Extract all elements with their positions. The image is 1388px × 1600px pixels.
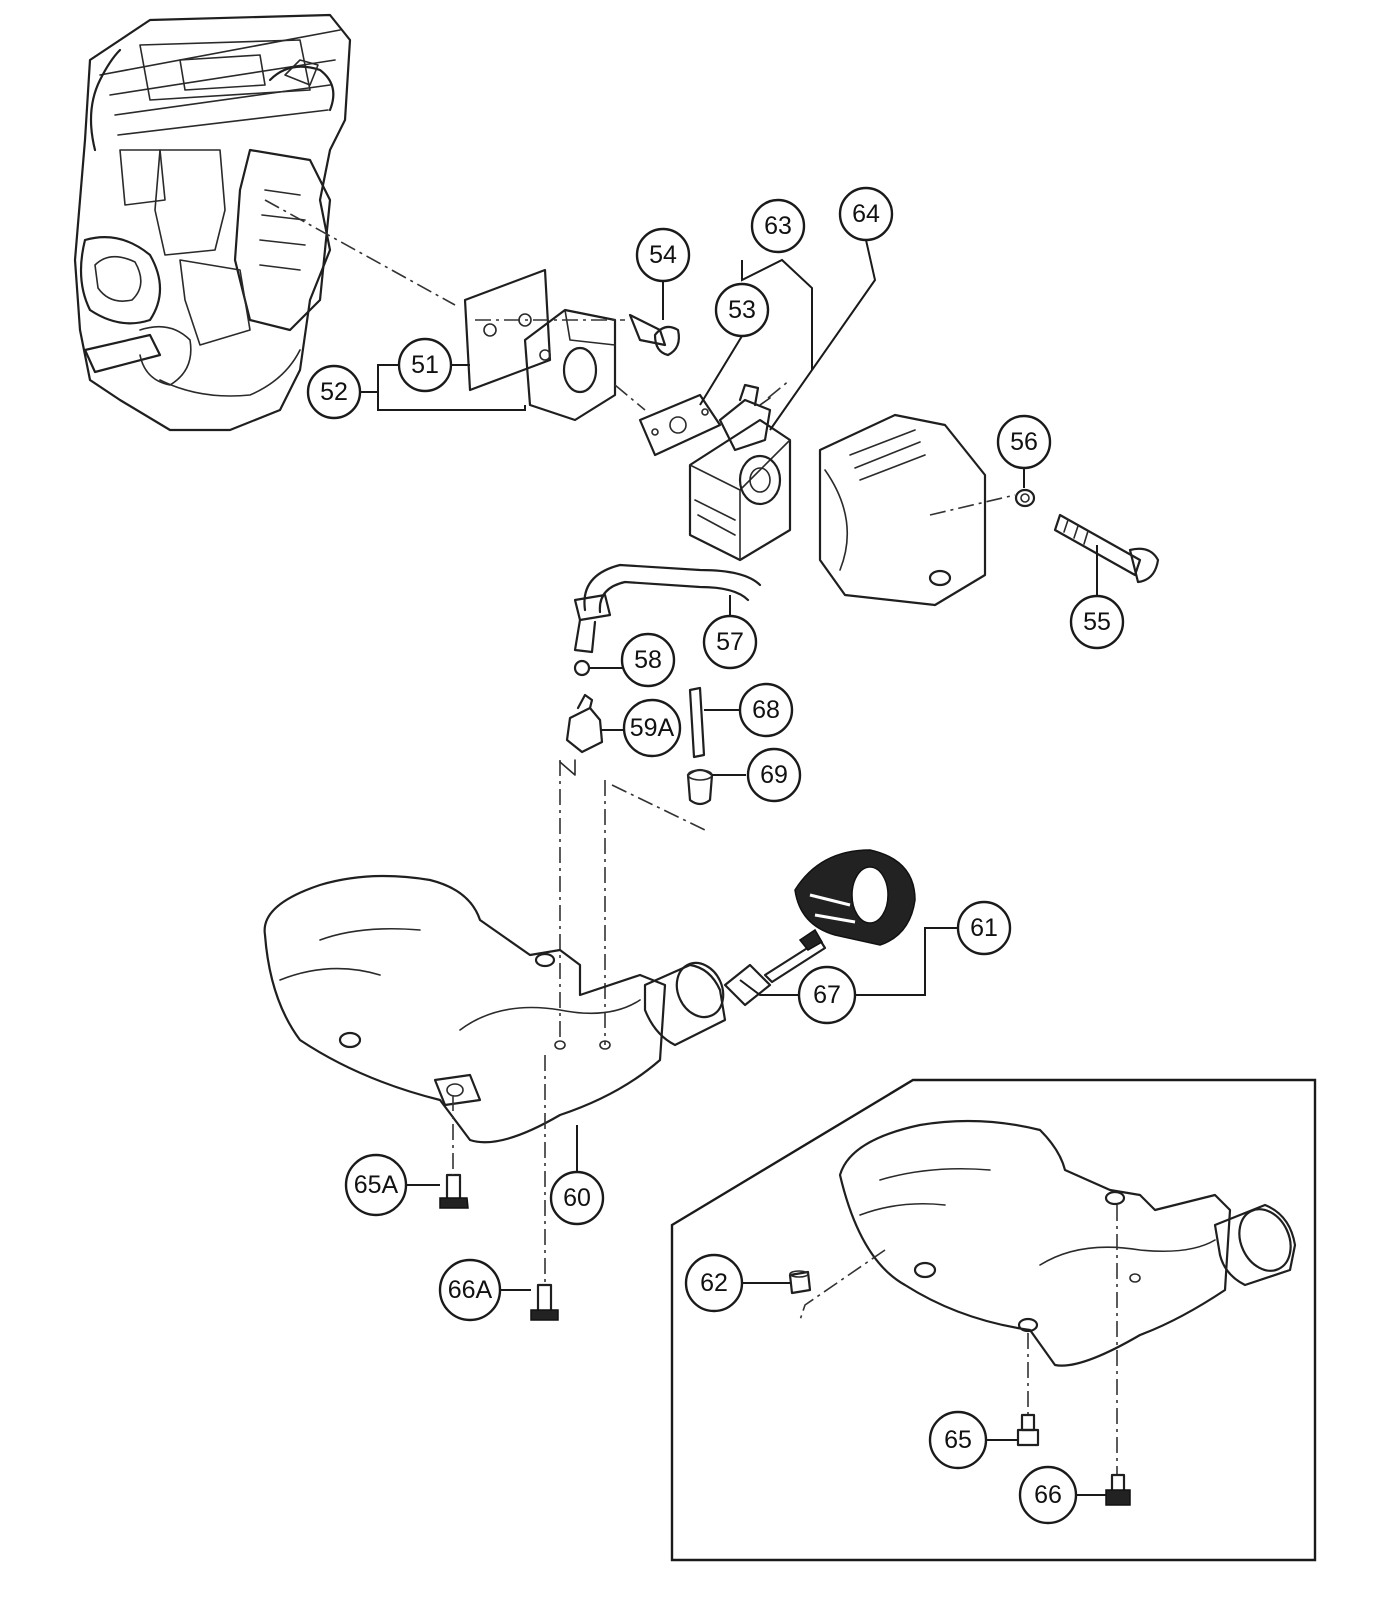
callout-65: 65 [928, 1410, 988, 1470]
callout-66: 66 [1018, 1465, 1078, 1525]
callout-68: 68 [738, 682, 794, 738]
tank-filler-neck [643, 961, 727, 1047]
fuel-cap [794, 849, 916, 946]
callout-55: 55 [1069, 594, 1125, 650]
callout-69: 69 [746, 747, 802, 803]
cover-guide-line [929, 494, 1016, 516]
callout-57: 57 [702, 614, 758, 670]
assembly-guide-line [264, 199, 456, 306]
screw-65 [1016, 1413, 1040, 1447]
callout-60: 60 [549, 1170, 605, 1226]
callout-53-label: 53 [728, 296, 756, 324]
callout-66A-label: 66A [448, 1276, 493, 1304]
callout-66-label: 66 [1034, 1481, 1062, 1509]
callout-65-label: 65 [944, 1426, 972, 1454]
callout-58-label: 58 [634, 646, 662, 674]
carburetor-gasket [638, 393, 722, 457]
callout-69-label: 69 [760, 761, 788, 789]
vent-guide [611, 784, 706, 831]
callout-51-label: 51 [411, 351, 439, 379]
callout-61: 61 [956, 900, 1012, 956]
screw-66A [530, 1283, 559, 1321]
callout-52: 52 [306, 364, 362, 420]
screw-54 [628, 313, 680, 357]
leader-lines [352, 239, 1106, 1496]
screw-66 [1105, 1473, 1131, 1506]
callout-58: 58 [620, 632, 676, 688]
tube-68 [688, 686, 706, 759]
insulator [523, 308, 617, 422]
callout-51: 51 [397, 337, 453, 393]
callout-67: 67 [797, 965, 857, 1025]
callout-65A-label: 65A [354, 1171, 399, 1199]
inset-filler-neck [1213, 1203, 1297, 1287]
gasket-guide-line [614, 384, 646, 411]
callout-56-label: 56 [1010, 428, 1038, 456]
carburetor [688, 383, 792, 562]
callout-63-label: 63 [764, 212, 792, 240]
carburetor-guide-line [767, 379, 791, 399]
air-cleaner-cover [818, 413, 987, 607]
fuel-line [573, 563, 762, 654]
engine-block [73, 13, 352, 432]
callout-63: 63 [750, 198, 806, 254]
callout-56: 56 [996, 414, 1052, 470]
callout-64-label: 64 [852, 200, 880, 228]
inset-guide-62 [799, 1249, 886, 1321]
callout-54: 54 [635, 227, 691, 283]
callout-53: 53 [714, 282, 770, 338]
callout-61-label: 61 [970, 914, 998, 942]
callout-64: 64 [838, 186, 894, 242]
fuel-filter-ring-58 [573, 659, 591, 677]
callout-66A: 66A [438, 1258, 502, 1322]
fuel-filter-59A [565, 693, 604, 754]
callout-54-label: 54 [649, 241, 677, 269]
bushing-62 [788, 1270, 812, 1295]
callout-52-label: 52 [320, 378, 348, 406]
callout-59A-label: 59A [630, 714, 675, 742]
screw-65A [439, 1173, 469, 1209]
callout-62-label: 62 [700, 1269, 728, 1297]
inset-fuel-tank [838, 1119, 1232, 1367]
callout-57-label: 57 [716, 628, 744, 656]
callout-68-label: 68 [752, 696, 780, 724]
washer-56 [1014, 488, 1036, 508]
callout-59A: 59A [622, 698, 682, 758]
bolt-55 [1053, 513, 1160, 584]
callout-55-label: 55 [1083, 608, 1111, 636]
callout-62: 62 [684, 1253, 744, 1313]
callout-65A: 65A [344, 1153, 408, 1217]
callout-60-label: 60 [563, 1184, 591, 1212]
fuel-tank [263, 874, 667, 1144]
cap-retainer-67 [723, 928, 827, 1007]
inset-frame [670, 1078, 1317, 1562]
grommet-69 [686, 768, 714, 806]
callout-67-label: 67 [813, 981, 841, 1009]
